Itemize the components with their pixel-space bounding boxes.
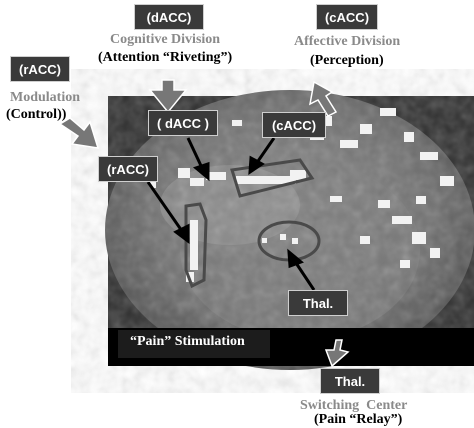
brain-mri-image [105,90,474,370]
thal-pointer-arrow-icon [292,259,316,291]
pointer-arrows [146,137,316,291]
cacc-pointer-arrow-icon [254,137,276,165]
racc-image-label: (rACC) [98,156,158,182]
affective-arrow-icon [308,80,338,117]
affective-division-subtitle: (Perception) [310,53,384,68]
cacc-top-label: (cACC) [316,4,378,30]
stimulation-label-box [118,330,270,358]
thalamus-up-arrow-icon [324,339,350,368]
racc-pointer-arrow-icon [146,181,186,235]
big-arrows [58,79,350,368]
dacc-image-label: ( dACC ) [148,110,218,136]
modulation-arrow-icon [58,117,100,149]
cognitive-division-subtitle: (Attention “Riveting”) [98,50,233,65]
modulation-title: Modulation [10,90,81,105]
cacc-image-label: (cACC) [262,112,326,138]
cacc-region-outline [230,158,315,198]
switching-center-subtitle: (Pain “Relay”) [314,412,403,427]
pain-stimulation-label: “Pain” Stimulation [130,334,245,349]
thal-image-label: Thal. [288,290,348,316]
switching-center-title: Switching Center [300,398,408,413]
racc-region-outline [184,202,208,289]
dacc-pointer-arrow-icon [186,137,205,171]
cognitive-division-title: Cognitive Division [110,32,221,47]
thal-bottom-label: Thal. [320,368,380,394]
affective-division-title: Affective Division [294,34,401,49]
racc-left-label: (rACC) [10,56,70,82]
modulation-subtitle: (Control)) [6,107,67,122]
dacc-top-label: (dACC) [134,4,204,30]
cognitive-arrow-icon [148,79,188,114]
